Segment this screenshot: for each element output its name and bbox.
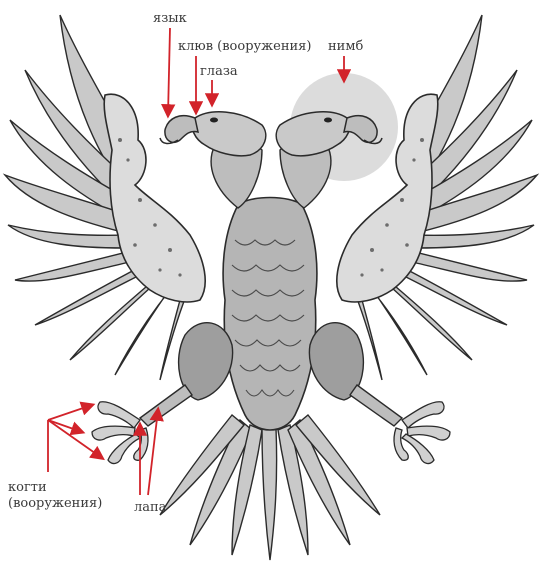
arrow-claw-1 (48, 405, 92, 420)
label-halo: нимб (328, 40, 363, 54)
right-eye (324, 118, 332, 123)
label-claws-line2: (вооружения) (8, 496, 102, 512)
right-leg (350, 385, 402, 426)
left-leg (140, 385, 192, 426)
eagle-body (223, 198, 317, 431)
right-foot (394, 402, 450, 464)
left-beak (165, 116, 198, 143)
label-beak: клюв (вооружения) (178, 40, 311, 54)
arrow-claw-2 (48, 420, 82, 432)
right-wing (356, 15, 537, 380)
arrow-claw-3 (48, 420, 102, 458)
left-head (192, 112, 265, 156)
label-eyes: глаза (200, 65, 238, 79)
left-wing (5, 15, 186, 380)
label-claws-line1: когти (8, 480, 102, 496)
arrow-tongue (168, 28, 170, 115)
label-leg: лапа (134, 501, 166, 515)
left-eye (210, 118, 218, 123)
tail-feathers (160, 415, 380, 560)
label-tongue: язык (153, 12, 187, 26)
label-claws: когти (вооружения) (8, 480, 102, 512)
